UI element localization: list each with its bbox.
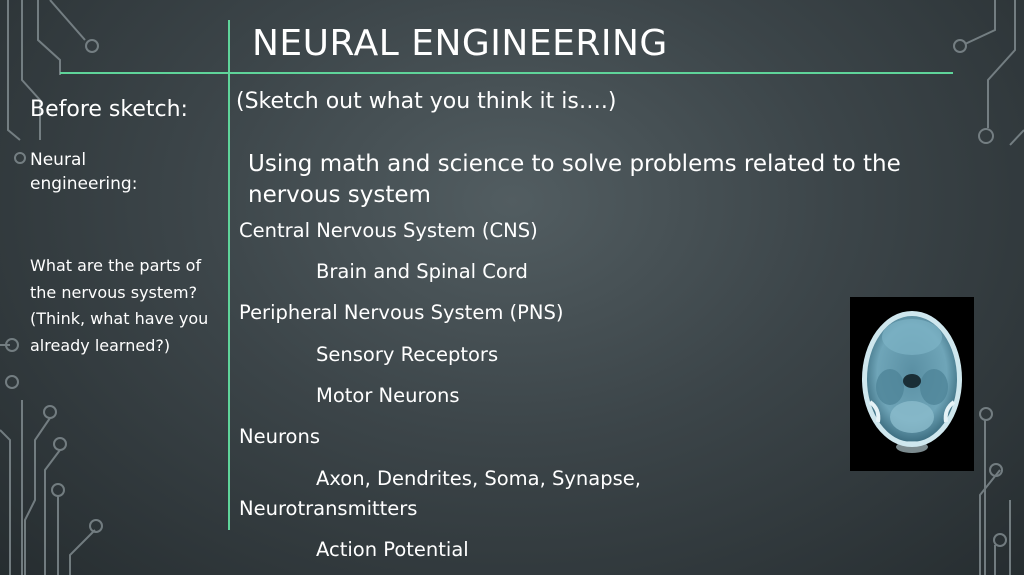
sketch-prompt: (Sketch out what you think it is….) bbox=[236, 89, 617, 114]
list-item: Neurotransmitters bbox=[239, 497, 418, 520]
list-item: Action Potential bbox=[316, 538, 469, 561]
list-item: Brain and Spinal Cord bbox=[316, 260, 528, 283]
neural-engineering-label-line2: engineering: bbox=[30, 174, 138, 194]
question-line: the nervous system? bbox=[30, 282, 198, 302]
question-line: What are the parts of bbox=[30, 256, 202, 275]
list-item: Axon, Dendrites, Soma, Synapse, bbox=[316, 467, 641, 490]
definition-line: nervous system bbox=[248, 182, 431, 208]
definition-line: Using math and science to solve problems… bbox=[248, 151, 901, 177]
question-line: (Think, what have you bbox=[30, 309, 209, 328]
list-item: Central Nervous System (CNS) bbox=[239, 219, 538, 242]
column-divider bbox=[228, 20, 230, 530]
before-sketch-label: Before sketch: bbox=[30, 97, 188, 122]
list-item: Sensory Receptors bbox=[316, 343, 499, 366]
brain-scan-icon bbox=[862, 311, 962, 453]
title-underline bbox=[60, 72, 953, 74]
definition: Using math and science to solve problems… bbox=[248, 149, 948, 211]
brain-ct-scan-image bbox=[850, 297, 974, 471]
parts-question: What are the parts of the nervous system… bbox=[30, 253, 225, 359]
neural-engineering-label-line1: Neural bbox=[30, 150, 87, 170]
slide-title: NEURAL ENGINEERING bbox=[252, 23, 668, 64]
question-line: already learned?) bbox=[30, 335, 171, 355]
list-item: Peripheral Nervous System (PNS) bbox=[239, 301, 564, 324]
list-item: Motor Neurons bbox=[316, 384, 460, 407]
list-item: Neurons bbox=[239, 425, 320, 448]
